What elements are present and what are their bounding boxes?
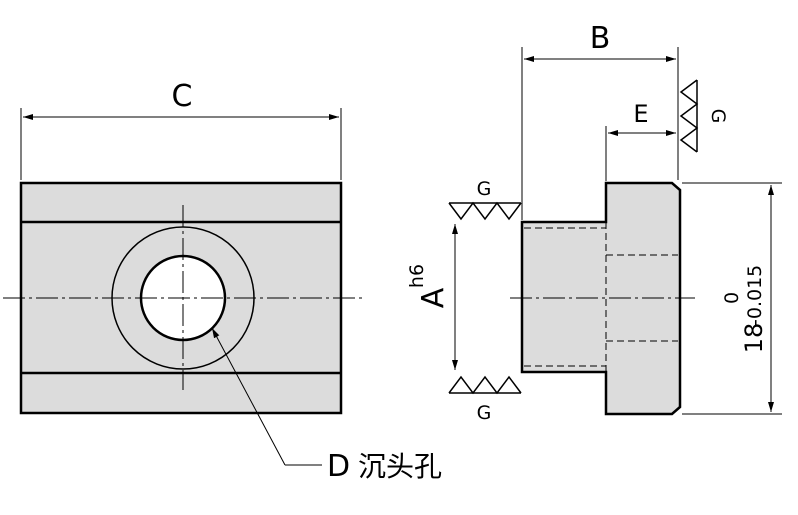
callout-leader [211,327,286,466]
dimension-e: E [605,100,676,181]
dim-a-label: A [416,287,451,308]
finish-right-triangles [679,79,699,153]
dimension-height: 18 -0.015 0 [682,182,782,415]
surface-finish-top: G [448,178,522,221]
callout-letter: D [327,449,350,484]
side-view [510,181,695,416]
finish-top-label: G [477,178,492,200]
finish-bottom-triangles [448,375,522,395]
dimension-b: B [521,21,679,220]
dim-a-tolerance: h6 [406,264,428,288]
surface-finish-right: G [679,79,729,153]
finish-right-label: G [707,109,729,124]
finish-top-triangles [448,201,522,221]
callout-text: 沉头孔 [358,450,442,483]
dimension-c: C [20,79,342,180]
front-view [3,181,362,415]
callout-d: D 沉头孔 [211,327,442,484]
side-view-hidden-lines [524,222,678,372]
side-view-body [520,181,682,416]
dimension-a: A h6 [406,224,458,370]
dim-h-tolerance-lower: -0.015 [744,265,766,326]
dim-c-label: C [172,79,193,114]
dim-e-label: E [633,100,648,128]
dim-h-tolerance-upper: 0 [721,292,743,304]
dim-b-label: B [590,21,611,56]
surface-finish-bottom: G [448,375,522,424]
finish-bottom-label: G [477,402,492,424]
dim-h-value: 18 [740,323,768,354]
